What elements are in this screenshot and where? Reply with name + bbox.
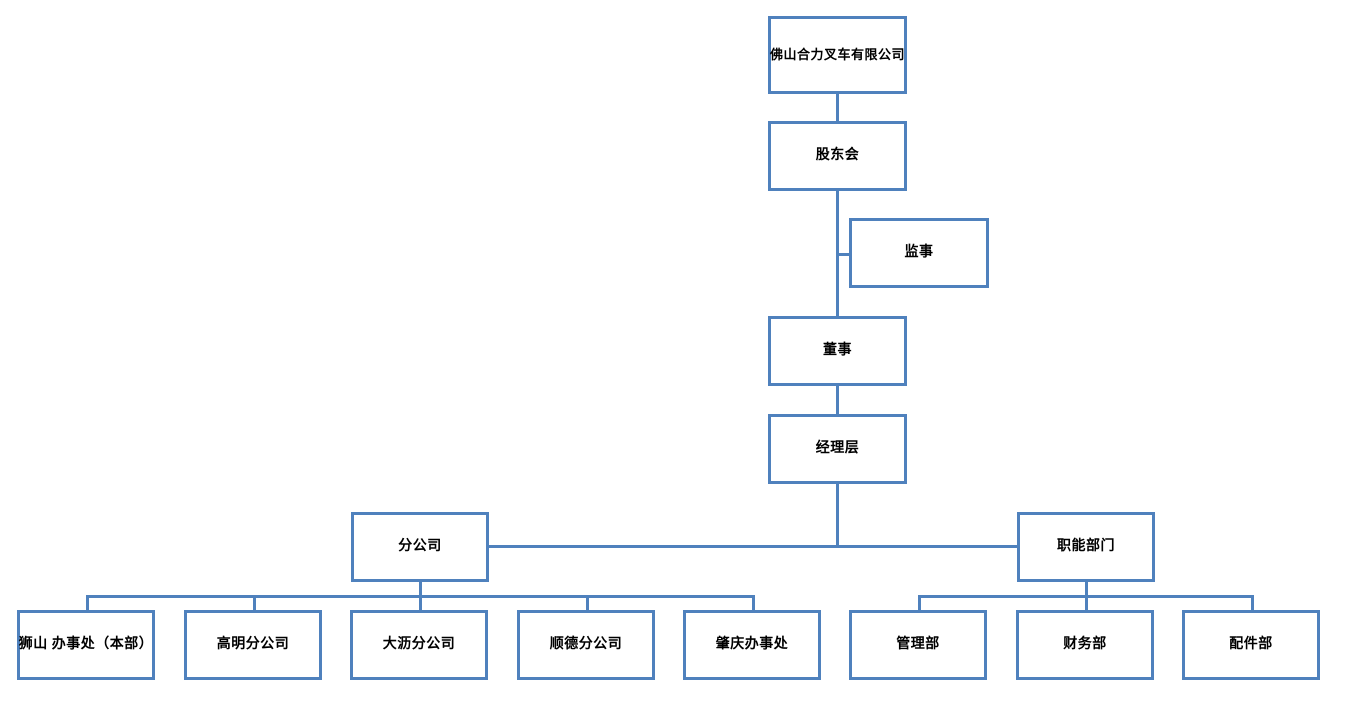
node-supervisor[interactable]: 监事 bbox=[849, 218, 989, 288]
connector-company-shareholders bbox=[836, 94, 839, 121]
connector-drop-shishan bbox=[86, 595, 89, 613]
node-functional-child-2-label: 配件部 bbox=[1229, 636, 1273, 652]
node-branch-child-1[interactable]: 高明分公司 bbox=[184, 610, 322, 680]
node-shareholders-label: 股东会 bbox=[815, 147, 860, 163]
connector-management-drop bbox=[836, 484, 839, 547]
node-functional[interactable]: 职能部门 bbox=[1017, 512, 1155, 582]
connector-trunk-supervisor bbox=[836, 253, 852, 256]
node-branch-child-3[interactable]: 顺德分公司 bbox=[517, 610, 655, 680]
node-branch-child-1-label: 高明分公司 bbox=[216, 636, 290, 652]
connector-director-management bbox=[836, 386, 839, 414]
node-branch-child-4-label: 肇庆办事处 bbox=[715, 636, 789, 652]
node-company[interactable]: 佛山合力叉车有限公司 bbox=[768, 16, 907, 94]
node-branch-child-0-label: 狮山 办事处（本部） bbox=[18, 636, 154, 652]
node-director[interactable]: 董事 bbox=[768, 316, 907, 386]
node-branches[interactable]: 分公司 bbox=[351, 512, 489, 582]
connector-drop-zhaoqing bbox=[752, 595, 755, 613]
connector-drop-dali bbox=[419, 595, 422, 613]
node-company-label: 佛山合力叉车有限公司 bbox=[770, 47, 906, 63]
node-functional-child-2[interactable]: 配件部 bbox=[1182, 610, 1320, 680]
connector-drop-caiwu bbox=[1085, 595, 1088, 613]
connector-drop-peijian bbox=[1251, 595, 1254, 613]
node-supervisor-label: 监事 bbox=[904, 244, 934, 260]
node-management[interactable]: 经理层 bbox=[768, 414, 907, 484]
node-branch-child-2-label: 大沥分公司 bbox=[382, 636, 456, 652]
node-branches-label: 分公司 bbox=[398, 538, 442, 554]
node-functional-child-1-label: 财务部 bbox=[1063, 636, 1107, 652]
connector-drop-shunde bbox=[586, 595, 589, 613]
connector-level5-bus bbox=[489, 545, 1018, 548]
node-management-label: 经理层 bbox=[815, 440, 860, 456]
node-branch-child-2[interactable]: 大沥分公司 bbox=[350, 610, 488, 680]
node-functional-label: 职能部门 bbox=[1057, 538, 1115, 554]
node-shareholders[interactable]: 股东会 bbox=[768, 121, 907, 191]
node-branch-child-0[interactable]: 狮山 办事处（本部） bbox=[17, 610, 155, 680]
node-director-label: 董事 bbox=[823, 342, 852, 358]
node-functional-child-0[interactable]: 管理部 bbox=[849, 610, 987, 680]
node-branch-child-3-label: 顺德分公司 bbox=[549, 636, 623, 652]
node-branch-child-4[interactable]: 肇庆办事处 bbox=[683, 610, 821, 680]
connector-drop-guanli bbox=[918, 595, 921, 613]
node-functional-child-1[interactable]: 财务部 bbox=[1016, 610, 1154, 680]
node-functional-child-0-label: 管理部 bbox=[896, 636, 940, 652]
connector-drop-gaoming bbox=[253, 595, 256, 613]
